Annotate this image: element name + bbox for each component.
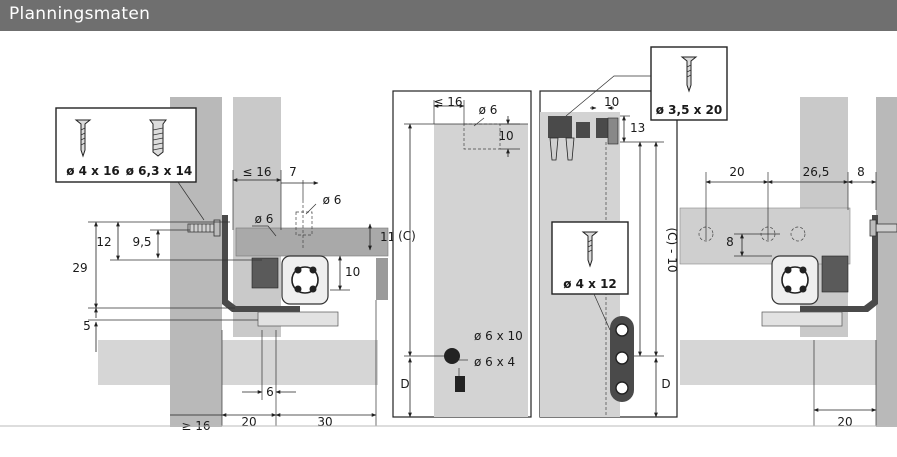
rear-bracket-part: [607, 117, 619, 145]
dim-label: 30: [317, 415, 332, 429]
technical-drawing: ≤ 16 7 ø 6 ø 6 11 10 12 9,5 29 5 6 ≥ 16 …: [0, 46, 897, 433]
center-section: ≤ 16 ø 6 10 (C) D ø 6 x 10 ø 6 x 4: [392, 90, 532, 418]
dim-label: ø 6: [323, 193, 342, 207]
dim-label: D: [400, 377, 409, 391]
dim-label: 20: [241, 415, 256, 429]
dim-label: 26,5: [803, 165, 830, 179]
header-bar: Planningsmaten: [0, 0, 897, 31]
floor-panel: [98, 340, 378, 385]
dim-label: 9,5: [132, 235, 151, 249]
runner-pin: [294, 285, 302, 293]
screw-label: ø 4 x 12: [563, 277, 617, 291]
rear-plate: [679, 207, 851, 265]
screw-icon: [869, 219, 897, 237]
dim-label: 12: [96, 235, 111, 249]
leader-line: [305, 203, 317, 215]
dim-label: (C) - 10: [665, 228, 679, 273]
left-section: ≤ 16 7 ø 6 ø 6 11 10 12 9,5 29 5 6 ≥ 16 …: [55, 97, 395, 433]
drill-hole-6x4: [455, 376, 465, 392]
dim-label: 5: [83, 319, 91, 333]
runner-pin: [309, 266, 317, 274]
dim-label: ø 6: [255, 212, 274, 226]
runner-slide: [251, 257, 279, 289]
runner-lower-rail: [257, 311, 339, 327]
drawer-side-panel: [233, 97, 281, 337]
page-title: Planningsmaten: [9, 4, 151, 24]
dim-label: 13: [630, 121, 645, 135]
dim-label: 10: [604, 95, 619, 109]
screw-icon: [187, 219, 221, 237]
wood-screw-icon: [74, 119, 92, 158]
dim-label: 8: [857, 165, 865, 179]
runner-bracket: [222, 215, 300, 312]
dim-label: 6: [266, 385, 274, 399]
dim-label: ≤ 16: [433, 95, 462, 109]
dim-label: ø 6 x 10: [474, 329, 523, 343]
dim-label: 8: [726, 235, 734, 249]
rear-bracket: [548, 116, 572, 138]
front-lip: [376, 258, 388, 300]
leader-line: [473, 117, 485, 127]
wood-screw-icon: [581, 231, 599, 268]
leader-line: [252, 225, 277, 237]
chipboard-screw-icon: [149, 119, 167, 157]
runner-pin: [784, 285, 792, 293]
screw-label: ø 4 x 16: [66, 164, 120, 178]
dim-label: ø 6 x 4: [474, 355, 515, 369]
cabinet-side-wall-right: [876, 97, 897, 427]
dowel-hole-outline: [295, 211, 313, 236]
dim-label: 20: [837, 415, 852, 429]
runner-pin: [309, 285, 317, 293]
rail-hole: [615, 351, 629, 365]
rail-hole: [615, 323, 629, 337]
drawer-front-gray: [434, 124, 528, 417]
leader-line: [177, 181, 205, 221]
dim-label: ≤ 16: [242, 165, 271, 179]
runner-slide-right: [821, 255, 849, 293]
rail-hole: [615, 381, 629, 395]
runner-bracket-right: [800, 215, 878, 312]
dim-label: 7: [289, 165, 297, 179]
dim-label: D: [661, 377, 670, 391]
runner-pin: [294, 266, 302, 274]
runner-pin: [799, 285, 807, 293]
screw-icon: [549, 137, 575, 161]
runner-pin: [784, 266, 792, 274]
rear-bracket-part: [576, 122, 590, 138]
runner-pin: [799, 266, 807, 274]
dim-label: 10: [498, 129, 513, 143]
right-section: 20 26,5 8 8 20: [679, 97, 897, 429]
hole-outline: [790, 226, 806, 242]
leader-line: [565, 75, 651, 117]
dim-label: 20: [729, 165, 744, 179]
rear-bracket-part: [596, 118, 608, 138]
dim-label: 11: [380, 230, 395, 244]
screw-label: ø 3,5 x 20: [656, 103, 722, 117]
wood-screw-icon: [680, 56, 698, 93]
dim-label: ø 6: [479, 103, 498, 117]
dim-label: (C): [398, 229, 416, 243]
floor-panel-right: [680, 340, 880, 385]
screw-label: ø 6,3 x 14: [126, 164, 192, 178]
drill-hole-6x10: [444, 348, 460, 364]
rear-section: ø 4 x 12 ø 3,5 x 20 10 13 (C) - 10 D: [539, 46, 728, 418]
leader-line: [593, 293, 611, 331]
dim-label: 10: [345, 265, 360, 279]
dim-label: 29: [72, 261, 87, 275]
runner-lower-rail-right: [761, 311, 843, 327]
